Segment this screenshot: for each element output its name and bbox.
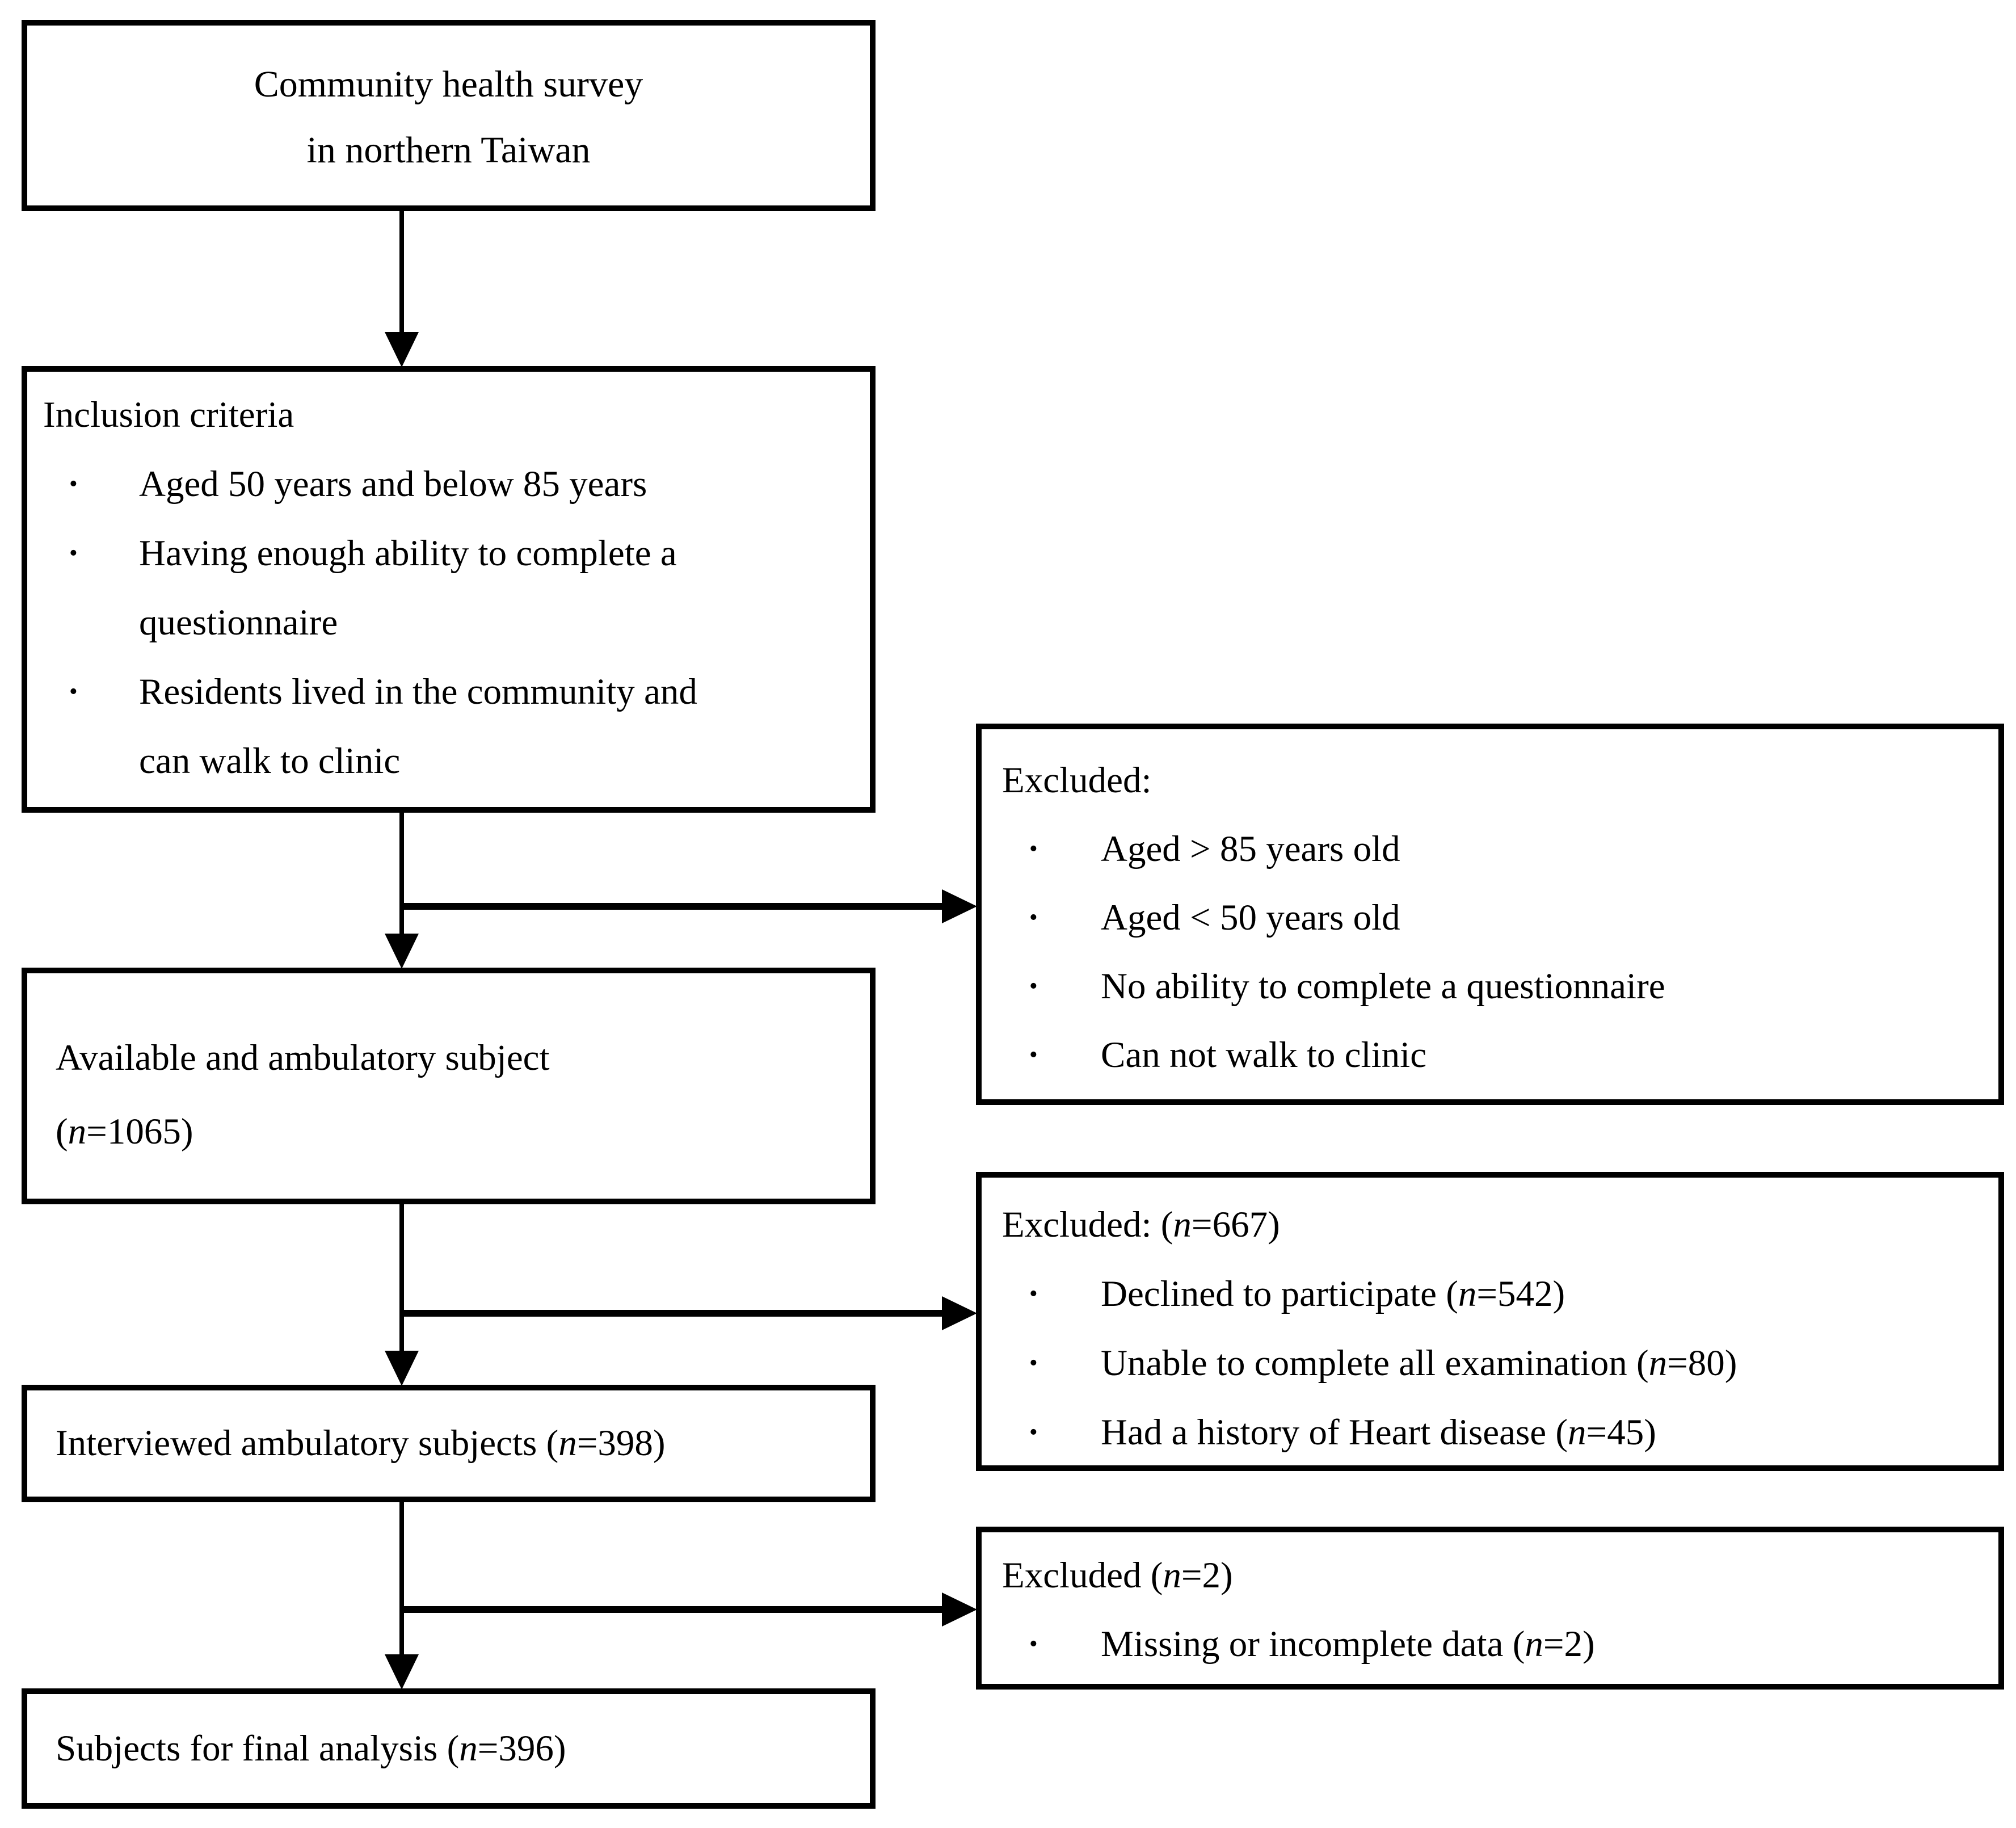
bullet-icon: • [1029,1419,1038,1445]
excluded1-title: Excluded: [1002,760,1152,801]
inclusion-bullet-3-text-line-1: Residents lived in the community and [139,671,697,712]
inclusion-bullet-2-text-line-2: questionnaire [139,602,338,643]
available-line-1: Available and ambulatory subject [56,1037,550,1078]
inclusion-bullet-2-text-line-1: Having enough ability to complete a [139,533,677,574]
survey-line-2: in northern Taiwan [306,129,591,171]
connector-survey-to-inclusion [399,210,404,334]
excluded2-bullet-2-text: Unable to complete all examination (n=80… [1101,1343,1737,1384]
excluded3-title: Excluded (n=2) [1002,1555,1233,1596]
excluded2-bullet-2: • Unable to complete all examination (n=… [1002,1329,1993,1398]
connector-available-to-interviewed [399,1203,404,1352]
excluded1-bullet-1: • Aged > 85 years old [1002,815,1993,884]
bullet-icon: • [69,471,78,497]
excluded3-bullet-1-text: Missing or incomplete data (n=2) [1101,1624,1595,1665]
flow-box-excluded-participation: Excluded: (n=667) • Declined to particip… [976,1172,2004,1471]
available-count: (n=1065) [56,1111,193,1152]
flow-box-available-ambulatory: Available and ambulatory subject (n=1065… [22,968,876,1204]
bullet-icon: • [1029,1281,1038,1307]
connector-branch-to-excluded2 [399,1310,943,1317]
bullet-icon: • [69,540,78,566]
excluded1-bullet-2-text: Aged < 50 years old [1101,897,1400,938]
bullet-icon: • [1029,1350,1038,1376]
arrowhead-right-icon [942,889,977,923]
bullet-icon: • [1029,1631,1038,1657]
interviewed-text: Interviewed ambulatory subjects (n=398) [56,1423,666,1464]
bullet-icon: • [1029,905,1038,931]
flow-box-excluded-missing-data: Excluded (n=2) • Missing or incomplete d… [976,1527,2004,1690]
excluded2-bullet-3-text: Had a history of Heart disease (n=45) [1101,1412,1656,1453]
bullet-icon: • [1029,836,1038,862]
excluded1-bullet-4: • Can not walk to clinic [1002,1021,1993,1090]
arrowhead-down-icon [385,934,419,969]
flow-box-inclusion-criteria: Inclusion criteria • Aged 50 years and b… [22,366,876,813]
arrowhead-down-icon [385,1654,419,1690]
inclusion-bullet-1-text: Aged 50 years and below 85 years [139,464,647,505]
arrowhead-right-icon [942,1296,977,1330]
arrowhead-down-icon [385,332,419,367]
excluded2-bullet-1-text: Declined to participate (n=542) [1101,1274,1565,1314]
flow-box-excluded-eligibility: Excluded: • Aged > 85 years old • Aged <… [976,724,2004,1105]
inclusion-bullet-1: • Aged 50 years and below 85 years [43,449,864,519]
inclusion-title: Inclusion criteria [43,394,294,435]
survey-line-1: Community health survey [254,64,643,105]
bullet-icon: • [1029,973,1038,999]
inclusion-bullet-3: • Residents lived in the community and c… [43,657,864,796]
connector-branch-to-excluded1 [399,903,943,910]
excluded2-bullet-3: • Had a history of Heart disease (n=45) [1002,1398,1993,1467]
arrowhead-down-icon [385,1351,419,1386]
final-text: Subjects for final analysis (n=396) [56,1728,566,1769]
excluded2-bullet-1: • Declined to participate (n=542) [1002,1259,1993,1329]
arrowhead-right-icon [942,1592,977,1627]
inclusion-bullet-2: • Having enough ability to complete a qu… [43,519,864,657]
inclusion-bullet-3-text-line-2: can walk to clinic [139,741,401,781]
bullet-icon: • [1029,1042,1038,1068]
excluded2-title: Excluded: (n=667) [1002,1204,1280,1245]
excluded3-bullet-1: • Missing or incomplete data (n=2) [1002,1610,1993,1679]
excluded1-bullet-4-text: Can not walk to clinic [1101,1035,1427,1075]
excluded1-bullet-1-text: Aged > 85 years old [1101,829,1400,869]
flow-box-final-analysis: Subjects for final analysis (n=396) [22,1688,876,1809]
bullet-icon: • [69,679,78,705]
flow-box-community-health-survey: Community health survey in northern Taiw… [22,20,876,211]
connector-inclusion-to-available [399,812,404,935]
excluded1-bullet-2: • Aged < 50 years old [1002,884,1993,952]
excluded1-bullet-3: • No ability to complete a questionnaire [1002,952,1993,1021]
connector-branch-to-excluded3 [399,1606,943,1613]
flow-box-interviewed-subjects: Interviewed ambulatory subjects (n=398) [22,1385,876,1502]
connector-interviewed-to-final [399,1501,404,1656]
excluded1-bullet-3-text: No ability to complete a questionnaire [1101,966,1665,1007]
